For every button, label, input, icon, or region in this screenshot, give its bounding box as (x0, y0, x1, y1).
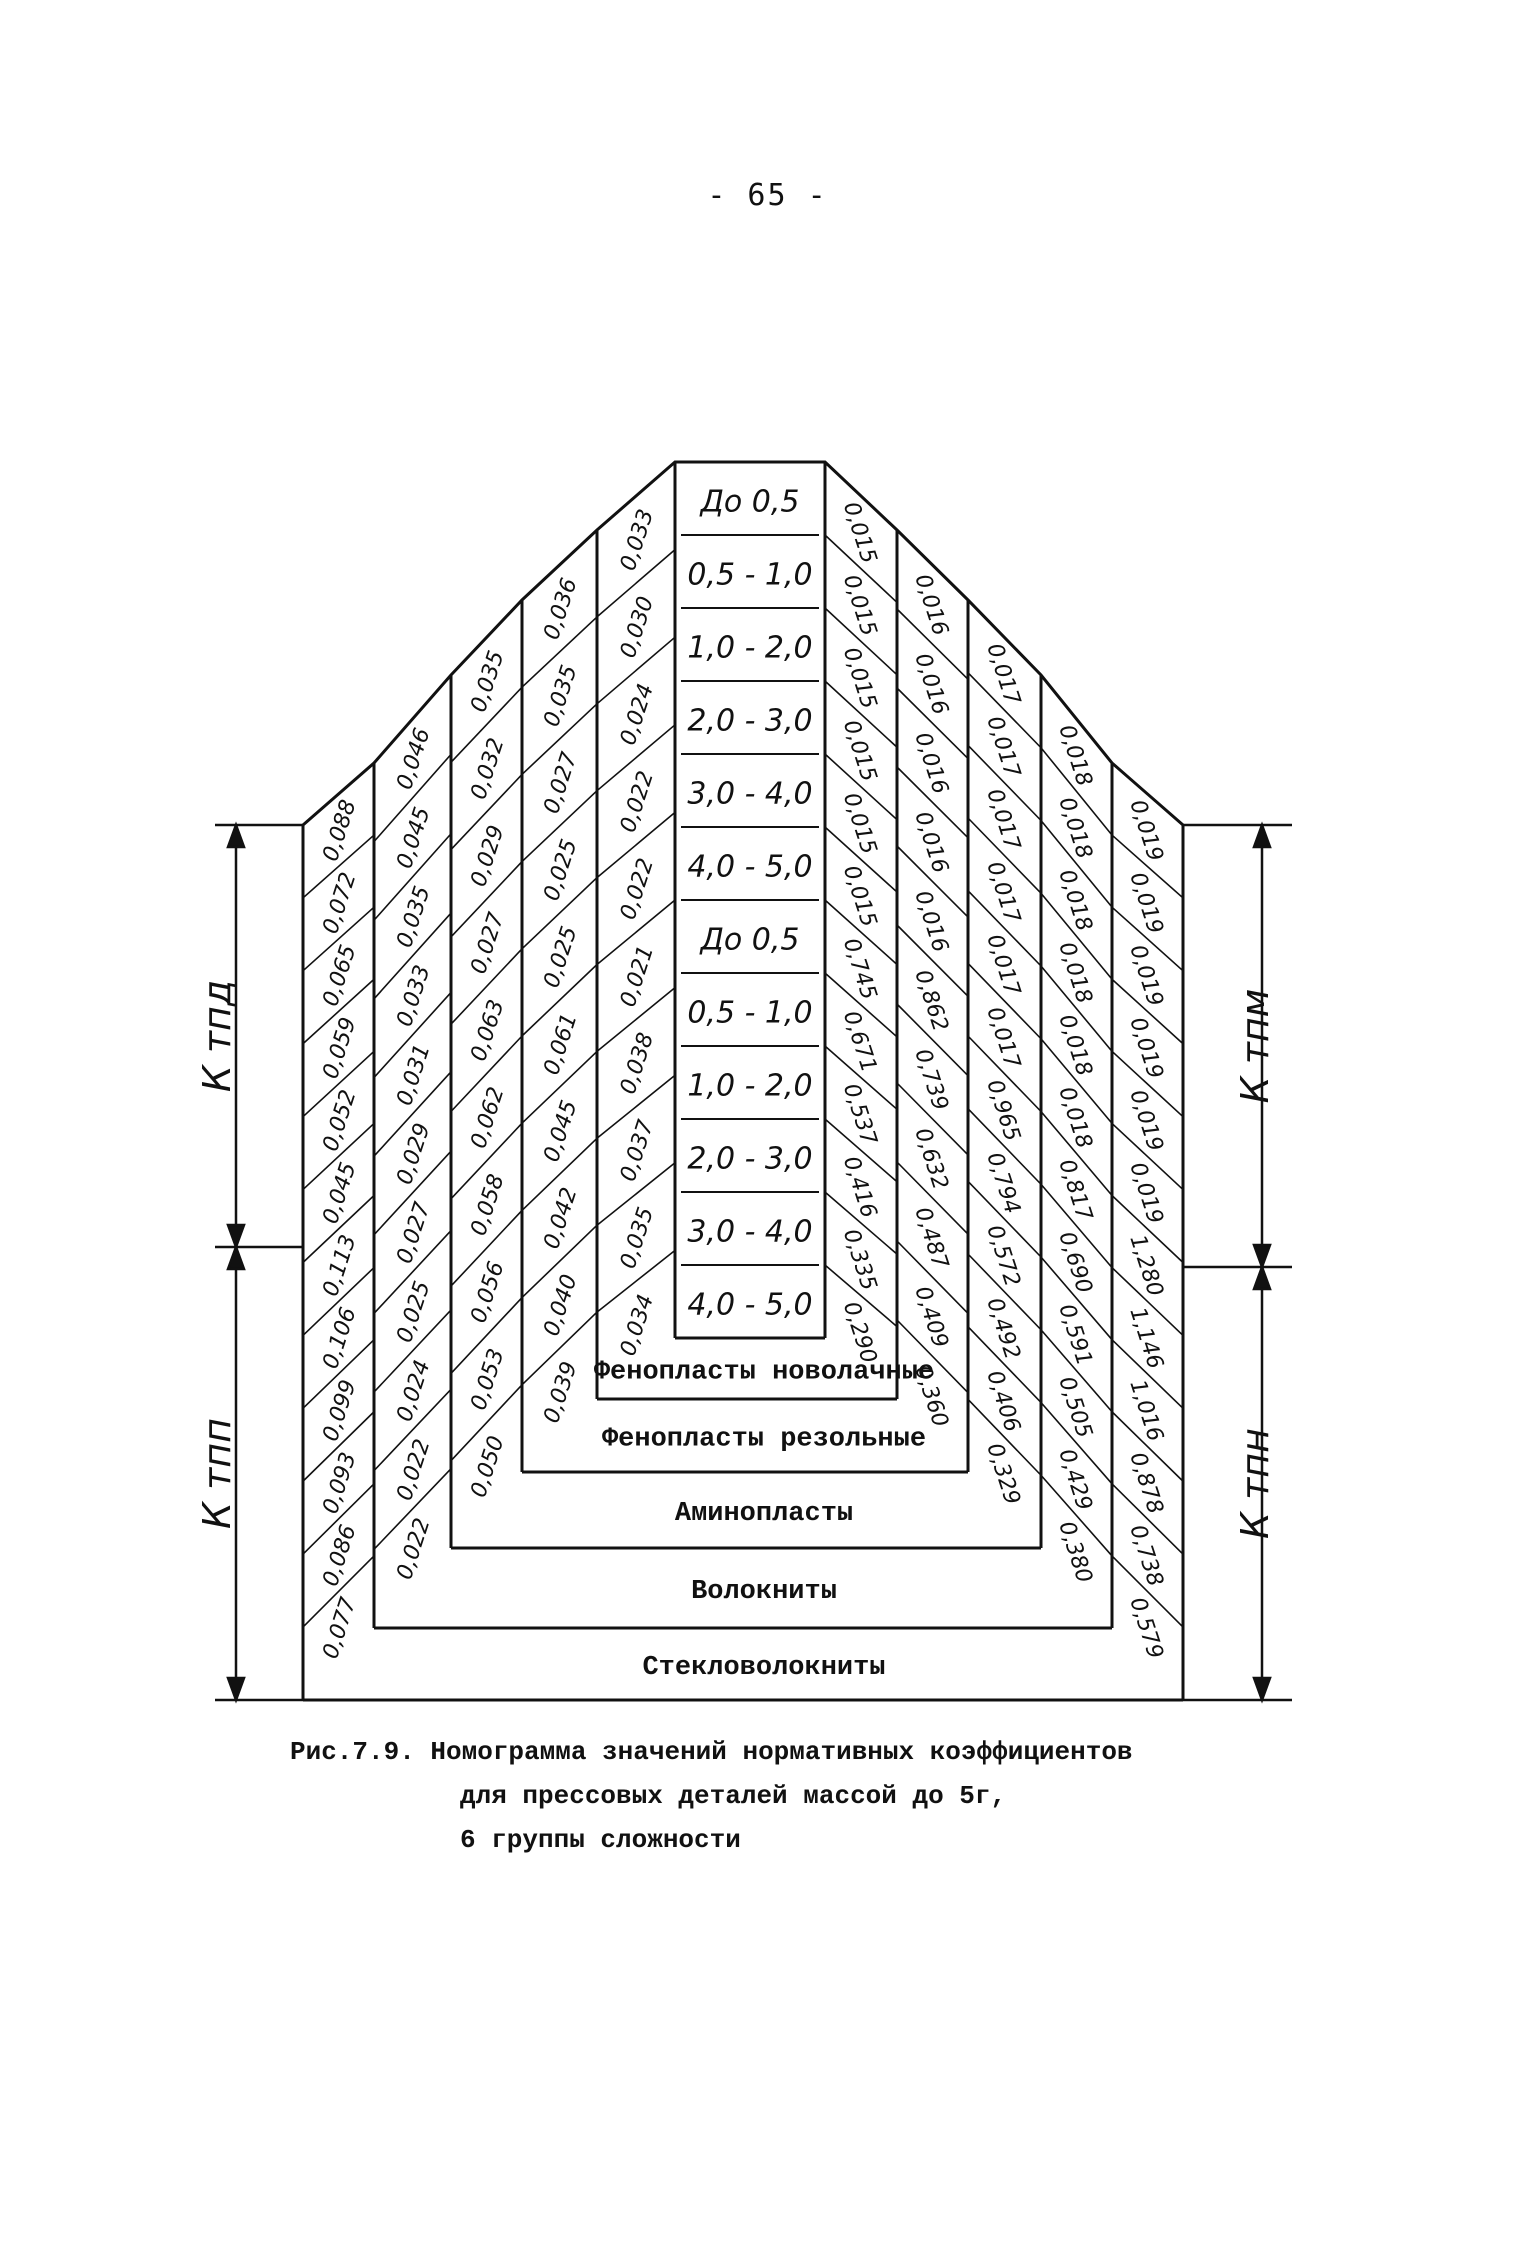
material-label: Фенопласты новолачные (594, 1358, 934, 1388)
page-number: - 65 - (707, 178, 828, 213)
left-wing-cell-value: 0,027 (392, 1199, 435, 1267)
right-wing-cell-value: 0,862 (909, 967, 952, 1035)
left-wing-cell-value: 0,021 (616, 943, 659, 1011)
middle-cell-label: 4,0 - 5,0 (687, 850, 812, 885)
right-wing-cell-value: 0,487 (909, 1204, 952, 1272)
left-wing-cell-value: 0,027 (539, 749, 582, 817)
axis-label: К тпд (195, 980, 239, 1092)
axis-label: К тпн (1233, 1428, 1277, 1539)
right-wing-cell-value: 0,537 (838, 1081, 881, 1149)
axis-label: К тпп (195, 1418, 239, 1529)
left-wing-cell-value: 0,029 (466, 822, 509, 890)
left-wing-cell-value: 0,024 (392, 1357, 435, 1425)
left-wing-cell-value: 0,035 (466, 648, 509, 716)
middle-cell-label: 2,0 - 3,0 (687, 704, 812, 739)
material-label: Стекловолокниты (642, 1653, 885, 1683)
left-wing-cell-value: 0,025 (539, 836, 582, 904)
left-wing-cell-value: 0,025 (539, 923, 582, 991)
left-wing-cell-value: 0,039 (539, 1359, 582, 1427)
middle-cell-label: 1,0 - 2,0 (687, 631, 812, 666)
left-wing-cell-value: 0,029 (392, 1120, 435, 1188)
left-wing-cell-value: 0,061 (539, 1010, 582, 1078)
left-wing-cell-value: 0,056 (466, 1259, 509, 1327)
left-wing-cell-value: 0,024 (616, 681, 659, 749)
left-wing-cell-value: 0,022 (616, 768, 659, 836)
right-wing-cell-value: 0,018 (1053, 722, 1096, 790)
middle-cell-label: 2,0 - 3,0 (687, 1142, 812, 1177)
nomogram: До 0,5 0,5 - 1,0 1,0 - 2,0 2,0 - 3,0 3,0 - 4… (195, 460, 1292, 1704)
left-wing-cell-value: 0,032 (466, 735, 509, 803)
left-wing-cell-value: 0,038 (616, 1030, 659, 1098)
right-wing-cell-value: 0,380 (1053, 1518, 1096, 1586)
right-wing-cell-value: 0,016 (909, 809, 952, 877)
right-wing-cell-value: 0,505 (1053, 1374, 1096, 1442)
left-wing-cell-value: 0,035 (539, 662, 582, 730)
left-wing-cell-value: 0,062 (466, 1084, 509, 1152)
right-wing-cell-value: 0,591 (1053, 1301, 1096, 1369)
left-wing-cell-value: 0,022 (616, 855, 659, 923)
left-wing-cell-value: 0,033 (616, 506, 659, 574)
right-wing-cell-value: 0,739 (909, 1046, 952, 1114)
left-wing-cell-value: 0,027 (466, 910, 509, 978)
right-wing-cell-value: 0,018 (1053, 867, 1096, 935)
right-wing-cell-value: 0,335 (838, 1226, 881, 1294)
right-wing-cell-value: 0,409 (909, 1283, 952, 1351)
middle-cell-label: 0,5 - 1,0 (687, 558, 812, 593)
middle-cell-label: До 0,5 (698, 923, 799, 958)
right-wing-cell-value: 0,018 (1053, 1012, 1096, 1080)
material-label: Волокниты (691, 1577, 837, 1607)
caption-line-2: для прессовых деталей массой до 5г, (460, 1781, 1007, 1811)
right-wing-cell-value: 0,018 (1053, 939, 1096, 1007)
right-wing-cell-value: 0,632 (909, 1125, 952, 1193)
right-wing-cell-value: 0,690 (1053, 1229, 1096, 1297)
left-wing-cell-value: 0,030 (616, 594, 659, 662)
left-wing-cell-value: 0,050 (466, 1433, 509, 1501)
left-wing-cell-value: 0,063 (466, 997, 509, 1065)
middle-cell-label: 0,5 - 1,0 (687, 996, 812, 1031)
middle-cell-label: 3,0 - 4,0 (687, 1215, 812, 1250)
left-wing-cell-value: 0,040 (539, 1272, 582, 1340)
left-wing-cell-value: 0,045 (539, 1097, 582, 1165)
right-wing-cell-value: 0,016 (909, 888, 952, 956)
left-wing-cell-value: 0,042 (539, 1185, 582, 1253)
nomogram-frame (301, 460, 1185, 1702)
right-wing-cell-value: 0,416 (838, 1153, 881, 1221)
caption-line-1: Рис.7.9. Номограмма значений нормативных… (290, 1737, 1133, 1767)
axis-label: К тпм (1233, 989, 1277, 1104)
right-wing-cell-value: 0,429 (1053, 1446, 1096, 1514)
left-wing-cell-value: 0,053 (466, 1346, 509, 1414)
left-wing-cell-value: 0,034 (616, 1292, 659, 1360)
right-wing-cell-value: 0,018 (1053, 1084, 1096, 1152)
right-wing-values: 0,0150,0150,0150,0150,0150,0150,7450,671… (838, 499, 1168, 1662)
caption-line-3: 6 группы сложности (460, 1825, 741, 1855)
middle-cell-label: 1,0 - 2,0 (687, 1069, 812, 1104)
left-wing-cell-value: 0,022 (392, 1515, 435, 1583)
left-wing-cell-value: 0,058 (466, 1171, 509, 1239)
material-label: Аминопласты (675, 1499, 853, 1529)
right-wing-cell-value: 0,817 (1053, 1156, 1096, 1224)
middle-cell-label: 3,0 - 4,0 (687, 777, 812, 812)
left-wing-cell-value: 0,037 (616, 1117, 659, 1185)
right-wing-cell-value: 0,290 (838, 1299, 881, 1367)
left-wing-cell-value: 0,035 (616, 1204, 659, 1272)
left-wing-cell-value: 0,022 (392, 1436, 435, 1504)
material-label: Фенопласты резольные (602, 1425, 926, 1455)
figure-caption: Рис.7.9. Номограмма значений нормативных… (290, 1730, 1133, 1862)
left-wing-cell-value: 0,036 (539, 575, 582, 643)
left-wing-cell-value: 0,025 (392, 1278, 435, 1346)
axis-markers: К тпд К тпп К тпм К тпн (195, 821, 1292, 1704)
middle-column-labels: До 0,5 0,5 - 1,0 1,0 - 2,0 2,0 - 3,0 3,0 - 4… (687, 485, 812, 1323)
right-wing-cell-value: 0,018 (1053, 794, 1096, 862)
middle-cell-label: До 0,5 (698, 485, 799, 520)
middle-cell-label: 4,0 - 5,0 (687, 1288, 812, 1323)
